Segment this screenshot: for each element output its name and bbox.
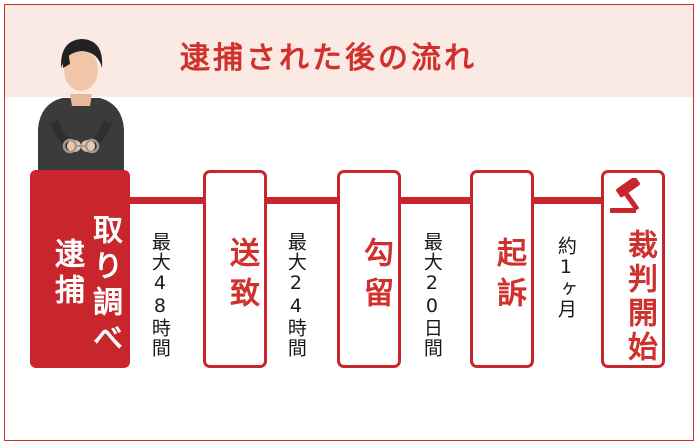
gavel-icon: [610, 178, 640, 213]
step-indictment-box: 起訴: [470, 170, 534, 368]
duration-label-3: 最大20日間: [420, 232, 443, 358]
step-detention-box: 勾留: [337, 170, 401, 368]
duration-label-4: 約1ヶ月: [554, 236, 577, 319]
diagram-title: 逮捕された後の流れ: [180, 41, 477, 76]
step-label-referral: 送致: [224, 237, 259, 317]
step-label-interrogation: 取り調べ: [87, 214, 122, 358]
duration-label-1: 最大48時間: [148, 232, 171, 358]
arrested-person-icon: [38, 39, 124, 174]
step-label-trial: 裁判開始: [622, 229, 657, 365]
step-label-indictment: 起訴: [491, 237, 526, 317]
step-label-arrest: 逮捕: [49, 238, 84, 310]
title-band: 逮捕された後の流れ: [5, 5, 693, 97]
duration-label-2: 最大24時間: [284, 232, 307, 358]
step-referral-box: 送致: [203, 170, 267, 368]
step-trial-box: 裁判開始: [601, 170, 665, 368]
step-arrest-box: 取り調べ 逮捕: [30, 170, 130, 368]
step-label-detention: 勾留: [358, 237, 393, 317]
